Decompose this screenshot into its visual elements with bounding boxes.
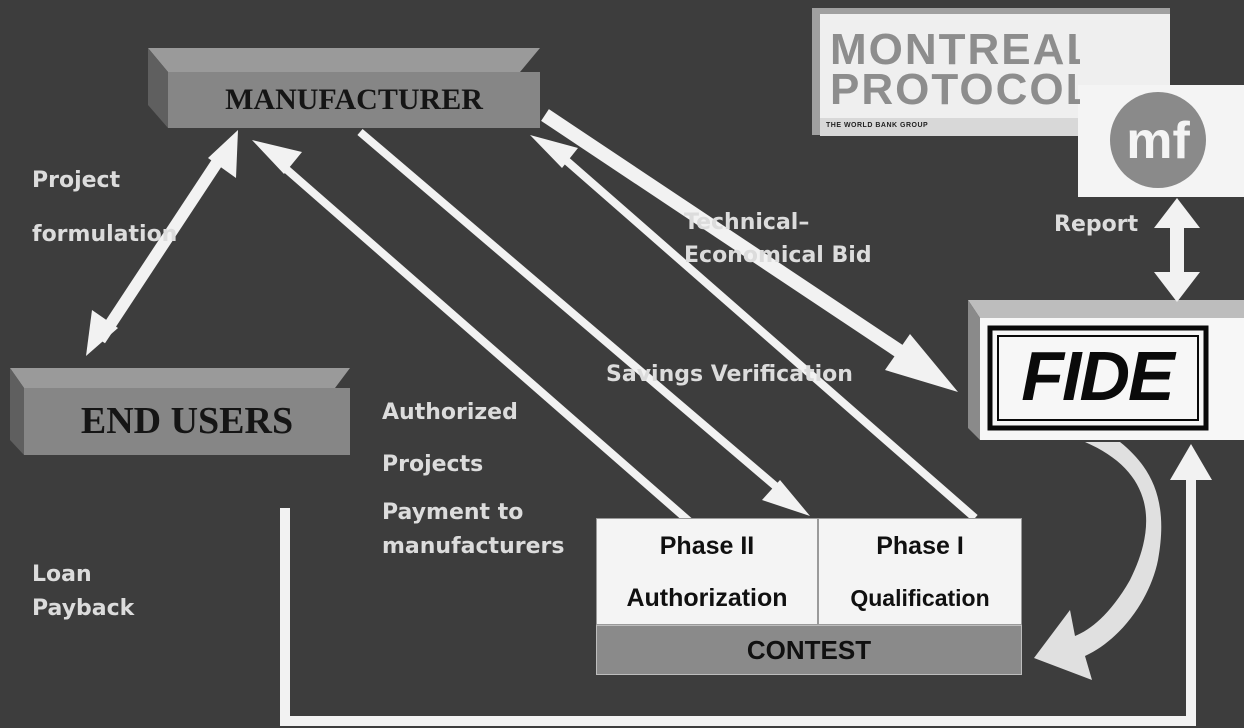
contest-bar: CONTEST xyxy=(596,625,1022,675)
montreal-protocol-subtitle: THE WORLD BANK GROUP xyxy=(826,122,929,129)
report-arrow xyxy=(1154,198,1200,302)
label-technical: Technical– xyxy=(684,210,810,235)
phase-ii-title: Phase II xyxy=(659,532,755,560)
label-project: Project xyxy=(32,168,121,193)
fide-to-contest-arrow xyxy=(1034,442,1162,680)
label-payback: Payback xyxy=(32,596,135,621)
authorization-to-manufacturer-arrow xyxy=(252,140,693,526)
phase-i-cell: Phase I Qualification xyxy=(818,518,1022,625)
svg-text:mf: mf xyxy=(1126,112,1190,170)
phase-ii-cell: Phase II Authorization xyxy=(596,518,818,625)
label-authorized: Authorized xyxy=(382,400,518,425)
phase-ii-subtitle: Authorization xyxy=(626,584,788,612)
manufacturer-label: MANUFACTURER xyxy=(225,83,483,116)
project-formulation-arrow xyxy=(86,130,238,356)
technical-bid-arrow xyxy=(541,109,958,392)
manufacturer-box xyxy=(148,48,540,128)
loan-payback-arrow xyxy=(280,444,1212,726)
phase-i-subtitle: Qualification xyxy=(850,585,990,611)
end-users-box xyxy=(10,368,350,455)
fide-box xyxy=(968,300,1244,440)
mf-logo: mf xyxy=(1078,85,1244,197)
fide-label: FIDE xyxy=(1021,337,1174,415)
phase-i-title: Phase I xyxy=(876,532,964,560)
label-economical-bid: Economical Bid xyxy=(684,243,872,268)
montreal-protocol-text: MONTREAL PROTOCOL xyxy=(830,30,1080,114)
label-payment-to: Payment to xyxy=(382,500,524,525)
end-users-label: END USERS xyxy=(80,400,294,442)
label-report: Report xyxy=(1054,212,1139,237)
label-projects: Projects xyxy=(382,452,484,477)
manufacturer-to-phase-i-arrow xyxy=(357,128,810,516)
label-manufacturers: manufacturers xyxy=(382,534,565,559)
label-formulation: formulation xyxy=(32,222,178,247)
label-loan: Loan xyxy=(32,562,92,587)
label-savings-verification: Savings Verification xyxy=(606,362,853,387)
savings-verification-arrow xyxy=(530,135,978,522)
